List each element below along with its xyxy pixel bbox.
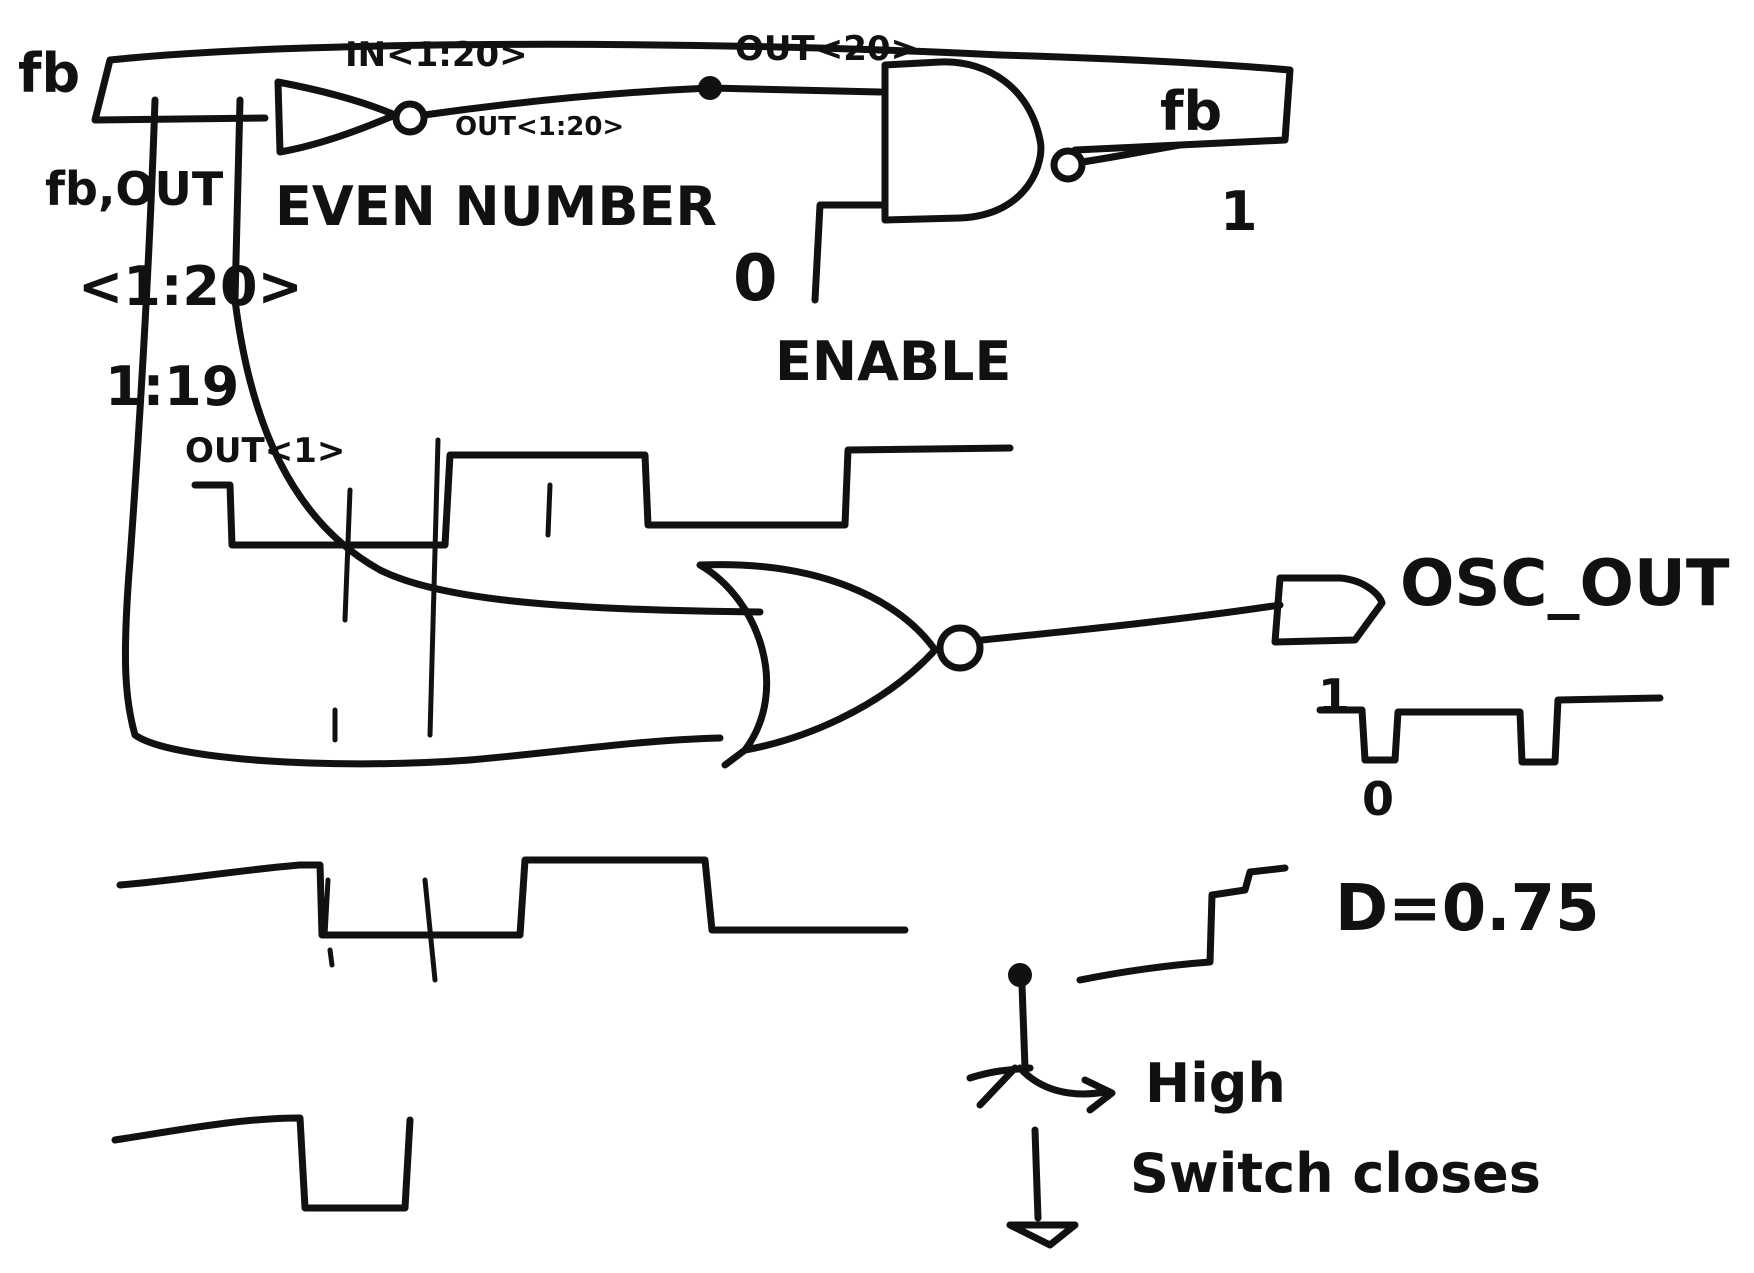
label-fb-right: fb: [1160, 80, 1222, 143]
label-fb-out: fb,OUT: [45, 162, 224, 216]
waveform-out1: [191, 444, 1014, 549]
tick-marks: [332, 437, 553, 743]
bus-line-left: [121, 96, 724, 768]
label-index-range: 1:19: [105, 355, 239, 418]
label-out-bus-2: OUT<1:20>: [455, 112, 624, 142]
label-zero-wave: 0: [1362, 772, 1394, 826]
nor-gate-symbol: [696, 561, 939, 769]
nand-output-wire: [1078, 141, 1184, 166]
nand-bubble: [1050, 147, 1086, 183]
inverter-bubble: [392, 100, 428, 136]
label-bus-bracket: <1:20>: [78, 255, 303, 318]
label-osc-out: OSC_OUT: [1400, 547, 1730, 621]
label-zero-enable: 0: [733, 242, 778, 316]
bus-to-nor-wire: [231, 296, 764, 616]
nor-bubble: [936, 624, 984, 672]
feedback-loop-wire: [91, 40, 1294, 154]
duty-step-wave: [1076, 864, 1289, 984]
switch-ground-lead: [1006, 1126, 1079, 1249]
enable-input-wire: [811, 201, 889, 304]
label-switch-closes: Switch closes: [1130, 1142, 1541, 1205]
label-enable: ENABLE: [775, 330, 1011, 393]
waveform-output: [1316, 694, 1664, 766]
label-out-bus: OUT<20>: [735, 29, 919, 69]
osc-out-connector: [1271, 574, 1386, 646]
waveform-bottom-1: [116, 856, 909, 939]
inverter-output-wire: [420, 84, 714, 119]
waveform-bottom-1-ticks: [322, 877, 438, 983]
label-out-1: OUT<1>: [185, 431, 345, 471]
inverter-chain-symbol: [274, 78, 399, 156]
switch-symbol: [966, 981, 1116, 1114]
label-in-bus: IN<1:20>: [345, 35, 528, 75]
bus-line-inner: [231, 96, 244, 304]
label-one-wave: 1: [1318, 669, 1350, 723]
tap-to-nand-wire: [706, 84, 884, 96]
label-even-number: EVEN NUMBER: [275, 175, 717, 238]
label-high: High: [1145, 1052, 1286, 1115]
label-fb-left: fb: [18, 42, 80, 105]
nand-gate-symbol: [881, 58, 1045, 224]
label-duty: D=0.75: [1335, 872, 1600, 946]
waveform-bottom-2: [111, 1114, 414, 1212]
switch-top-dot: [1008, 963, 1032, 987]
label-one-top: 1: [1220, 180, 1258, 243]
nor-output-wire: [978, 601, 1284, 644]
